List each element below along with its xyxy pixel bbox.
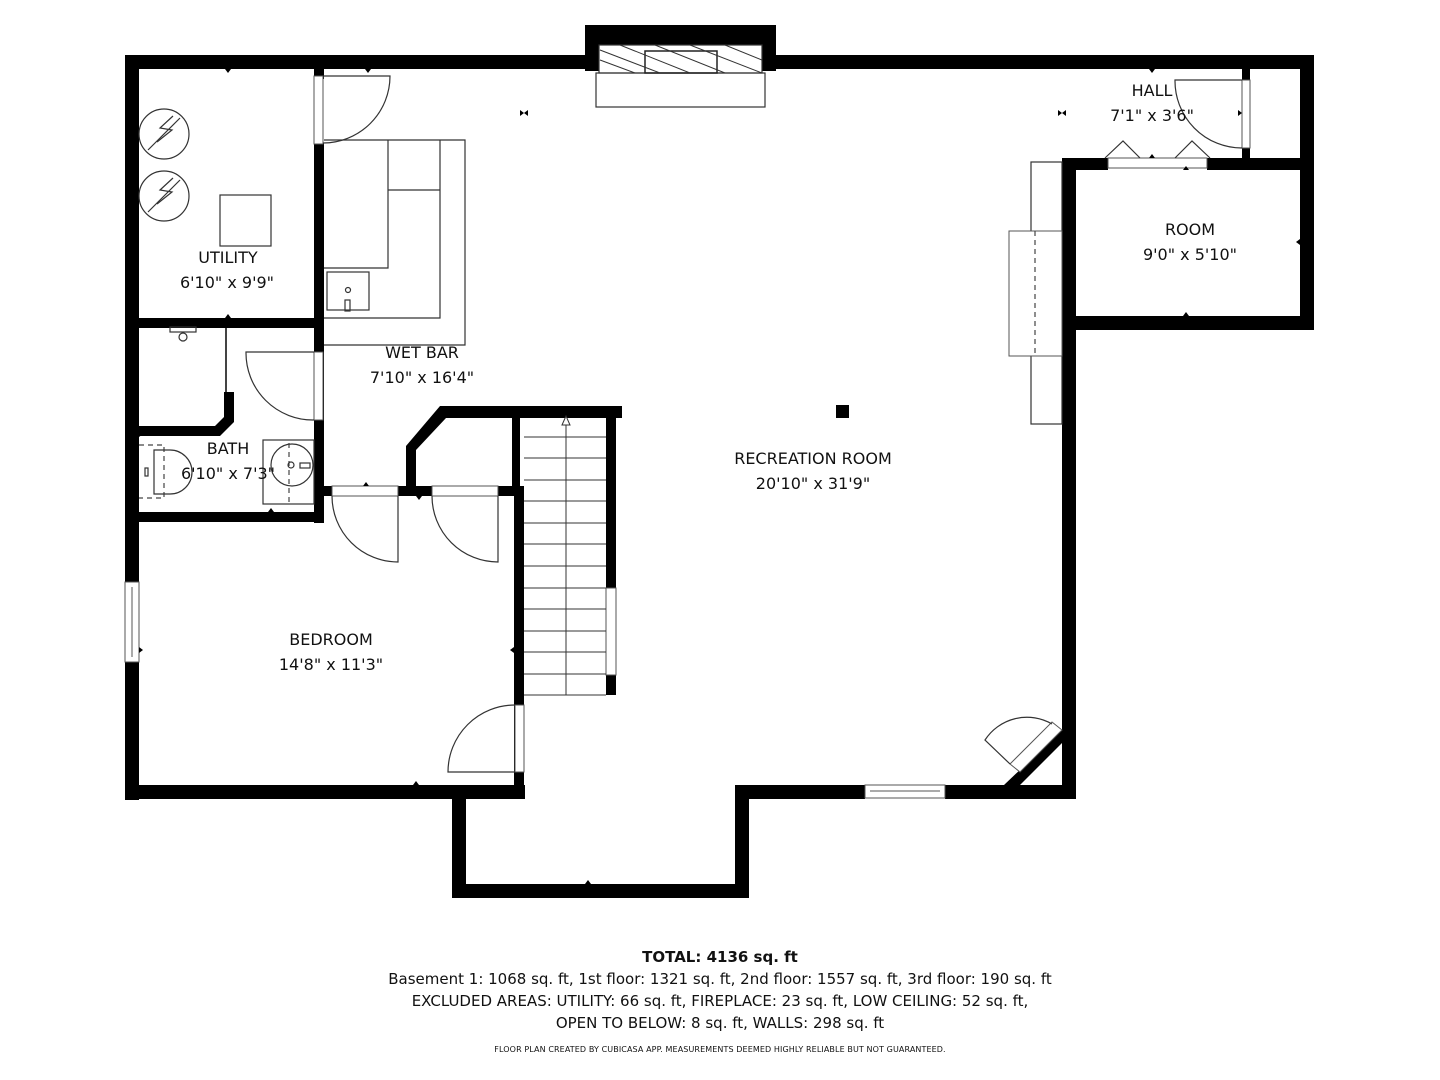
room-dimensions: 6'10" x 9'9" <box>180 273 274 292</box>
total-area: TOTAL: 4136 sq. ft <box>642 948 798 966</box>
room-dimensions: 9'0" x 5'10" <box>1143 245 1237 264</box>
room-dimensions: 14'8" x 11'3" <box>279 655 383 674</box>
doors <box>245 75 1251 773</box>
bath-fixtures <box>139 326 315 505</box>
excluded-areas-line-1: EXCLUDED AREAS: UTILITY: 66 sq. ft, FIRE… <box>411 992 1029 1010</box>
room-label-utility: UTILITY 6'10" x 9'9" <box>180 248 274 292</box>
room-dimensions: 7'10" x 16'4" <box>370 368 474 387</box>
wet-bar-counter <box>324 139 466 346</box>
measurement-markers <box>139 69 1300 884</box>
room-label-bedroom: BEDROOM 14'8" x 11'3" <box>279 630 383 674</box>
room-dimensions: 7'1" x 3'6" <box>1110 106 1194 125</box>
support-column <box>836 405 849 418</box>
floor-areas: Basement 1: 1068 sq. ft, 1st floor: 1321… <box>388 970 1052 988</box>
room-label-bath: BATH 6'10" x 7'3" <box>181 439 275 483</box>
disclaimer: FLOOR PLAN CREATED BY CUBICASA APP. MEAS… <box>494 1045 946 1054</box>
room-name: HALL <box>1132 81 1173 100</box>
room-name: RECREATION ROOM <box>734 449 892 468</box>
room-label-hall: HALL 7'1" x 3'6" <box>1110 81 1194 125</box>
room-dimensions: 6'10" x 7'3" <box>181 464 275 483</box>
walls <box>125 25 1314 898</box>
excluded-areas-line-2: OPEN TO BELOW: 8 sq. ft, WALLS: 298 sq. … <box>555 1014 885 1032</box>
room-label-room: ROOM 9'0" x 5'10" <box>1143 220 1237 264</box>
water-heater-icons <box>138 108 190 222</box>
room-name: BEDROOM <box>289 630 373 649</box>
built-in-cabinet <box>1008 161 1063 425</box>
room-name: UTILITY <box>198 248 258 267</box>
staircase <box>524 414 606 696</box>
windows <box>124 581 946 799</box>
room-label-wet-bar: WET BAR 7'10" x 16'4" <box>370 343 474 387</box>
furnace <box>219 194 272 247</box>
room-name: ROOM <box>1165 220 1215 239</box>
room-dimensions: 20'10" x 31'9" <box>756 474 870 493</box>
room-name: BATH <box>207 439 249 458</box>
room-name: WET BAR <box>385 343 459 362</box>
fireplace <box>595 44 766 108</box>
room-label-recreation-room: RECREATION ROOM 20'10" x 31'9" <box>734 449 892 493</box>
